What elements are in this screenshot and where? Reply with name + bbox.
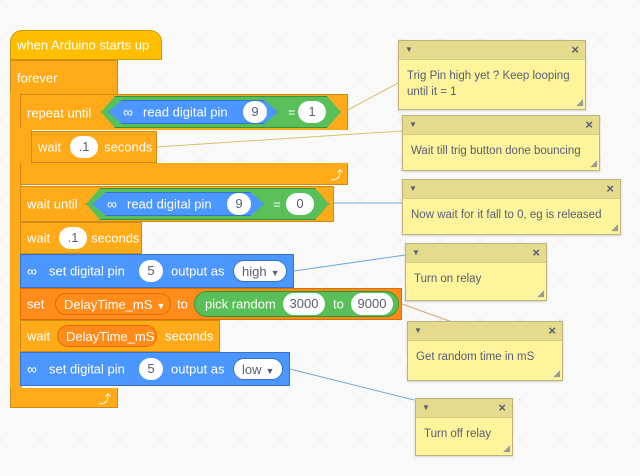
wait-variable-reporter[interactable]: DelayTime_mS	[57, 325, 157, 347]
comment-note-2[interactable]: ▼× Wait till trig button done bouncing ◢	[402, 115, 600, 171]
resize-handle[interactable]: ◢	[537, 288, 544, 298]
resize-handle[interactable]: ◢	[576, 97, 583, 107]
variable-dropdown[interactable]: DelayTime_mS▼	[55, 293, 171, 315]
infinity-icon: ∞	[27, 263, 37, 279]
chevron-down-icon[interactable]: ▼	[409, 184, 417, 193]
comment-note-6[interactable]: ▼× Turn off relay ◢	[415, 398, 513, 456]
resize-handle[interactable]: ◢	[590, 158, 597, 168]
chevron-down-icon[interactable]: ▼	[405, 45, 413, 54]
chevron-down-icon[interactable]: ▼	[422, 403, 430, 412]
infinity-icon: ∞	[27, 361, 37, 377]
random-min-input[interactable]: 3000	[283, 293, 325, 315]
comment-header: ▼×	[416, 399, 512, 418]
infinity-icon: ∞	[123, 104, 133, 120]
loop-arrow-icon: ⤴	[331, 168, 344, 182]
repeat-until-bottom: ⤴	[20, 163, 348, 185]
comment-header: ▼×	[403, 116, 599, 135]
random-max-input[interactable]: 9000	[351, 293, 393, 315]
forever-arm	[10, 93, 22, 389]
comment-header: ▼×	[399, 41, 585, 60]
wait-block-1[interactable]: wait .1 seconds	[31, 131, 157, 163]
wait-label-2: wait	[27, 230, 51, 246]
close-icon[interactable]: ×	[585, 117, 593, 132]
event-label: when Arduino starts up	[17, 37, 150, 53]
set-pin-input-1[interactable]: 5	[139, 260, 163, 282]
forever-bottom: ⤴	[10, 388, 118, 408]
caret-down-icon: ▼	[265, 366, 275, 376]
repeat-until-label: repeat until	[27, 105, 92, 120]
loop-arrow-icon: ⤴	[99, 392, 112, 406]
comment-text-4[interactable]: Turn on relay	[414, 273, 482, 285]
wait-seconds-input-1[interactable]: .1	[70, 136, 98, 158]
forever-label: forever	[17, 70, 58, 85]
resize-handle[interactable]: ◢	[553, 368, 560, 378]
comment-note-5[interactable]: ▼× Get random time in mS ◢	[407, 321, 563, 381]
comment-note-3[interactable]: ▼× Now wait for it fall to 0, eg is rele…	[402, 179, 621, 235]
resize-handle[interactable]: ◢	[503, 443, 510, 453]
equals-value-1[interactable]: 1	[298, 101, 326, 123]
set-digital-pin-label-1: set digital pin	[49, 263, 125, 279]
set-label: set	[27, 296, 45, 312]
wait-until-label: wait until	[27, 196, 78, 212]
output-level-value-1: high	[242, 264, 267, 279]
comment-text-2[interactable]: Wait till trig button done bouncing	[411, 145, 581, 157]
comment-text-1[interactable]: Trig Pin high yet ? Keep looping until i…	[407, 70, 570, 98]
close-icon[interactable]: ×	[606, 181, 614, 196]
set-digital-pin-label-2: set digital pin	[49, 361, 125, 377]
close-icon[interactable]: ×	[571, 42, 579, 57]
comment-text-6[interactable]: Turn off relay	[424, 428, 492, 440]
comment-text-3[interactable]: Now wait for it fall to 0, eg is release…	[411, 209, 602, 221]
wait-label-1: wait	[38, 139, 62, 155]
comment-note-1[interactable]: ▼× Trig Pin high yet ? Keep looping unti…	[398, 40, 586, 110]
comment-header: ▼×	[406, 244, 546, 263]
read-digital-pin-reporter-2[interactable]: ∞ read digital pin 9	[92, 192, 264, 216]
read-digital-pin-label-2: read digital pin	[127, 196, 212, 212]
caret-down-icon: ▼	[156, 301, 166, 311]
close-icon[interactable]: ×	[548, 323, 556, 338]
pick-random-reporter[interactable]: pick random 3000 to 9000	[194, 291, 399, 317]
infinity-icon: ∞	[107, 196, 117, 212]
set-digital-pin-high-block[interactable]: ∞ set digital pin 5 output as high▼	[20, 254, 294, 288]
set-pin-input-2[interactable]: 5	[139, 358, 163, 380]
wait-label-3: wait	[27, 328, 51, 344]
output-level-dropdown-2[interactable]: low▼	[233, 358, 283, 380]
equals-value-2[interactable]: 0	[286, 193, 314, 215]
variable-name: DelayTime_mS	[64, 297, 153, 312]
pin-input-2[interactable]: 9	[227, 193, 251, 215]
read-digital-pin-reporter-1[interactable]: ∞ read digital pin 9	[108, 100, 278, 124]
wait-block-2[interactable]: wait .1 seconds	[20, 222, 142, 254]
read-digital-pin-label-1: read digital pin	[143, 104, 228, 120]
output-as-label-2: output as	[171, 361, 225, 377]
forever-block[interactable]: forever	[10, 60, 118, 94]
close-icon[interactable]: ×	[532, 245, 540, 260]
output-level-value-2: low	[242, 362, 262, 377]
equals-sign-1: =	[288, 104, 296, 120]
caret-down-icon: ▼	[270, 268, 280, 278]
wait-block-3[interactable]: wait DelayTime_mS seconds	[20, 320, 220, 352]
comment-note-4[interactable]: ▼× Turn on relay ◢	[405, 243, 547, 301]
comment-header: ▼×	[403, 180, 620, 199]
equals-sign-2: =	[273, 196, 281, 212]
wait-unit-1: seconds	[104, 139, 153, 155]
close-icon[interactable]: ×	[498, 400, 506, 415]
to-label: to	[177, 296, 188, 312]
when-arduino-starts-block[interactable]: when Arduino starts up	[10, 30, 162, 60]
comment-text-5[interactable]: Get random time in mS	[416, 351, 535, 363]
wait-seconds-input-2[interactable]: .1	[59, 227, 87, 249]
chevron-down-icon[interactable]: ▼	[409, 120, 417, 129]
comment-header: ▼×	[408, 322, 562, 341]
output-as-label-1: output as	[171, 263, 225, 279]
output-level-dropdown-1[interactable]: high▼	[233, 260, 287, 282]
repeat-until-arm	[20, 128, 32, 164]
random-to-label: to	[333, 296, 344, 312]
resize-handle[interactable]: ◢	[611, 222, 618, 232]
set-digital-pin-low-block[interactable]: ∞ set digital pin 5 output as low▼	[20, 352, 290, 386]
pin-input-1[interactable]: 9	[243, 101, 267, 123]
chevron-down-icon[interactable]: ▼	[412, 248, 420, 257]
chevron-down-icon[interactable]: ▼	[414, 326, 422, 335]
pick-random-label: pick random	[205, 296, 276, 312]
wait-unit-2: seconds	[91, 230, 140, 246]
wait-unit-3: seconds	[165, 328, 214, 344]
